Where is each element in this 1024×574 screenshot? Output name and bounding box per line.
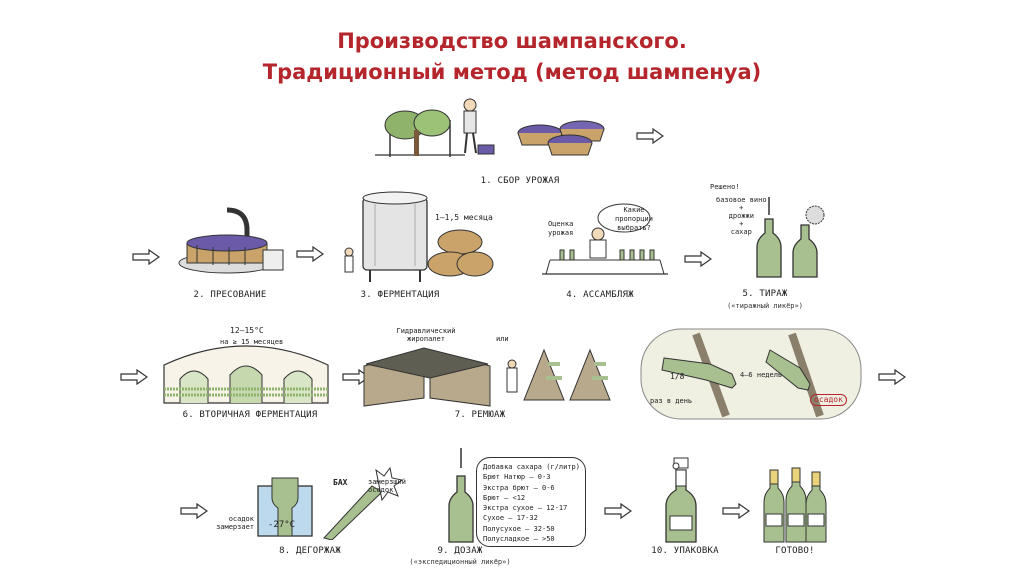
ready-bottles (763, 467, 827, 543)
tirage-recipe-item: сахар (730, 228, 752, 236)
tirage-bottles (756, 197, 825, 278)
step-remuage-label: 7. РЕМЮАЖ (454, 410, 506, 420)
tirage-recipe: базовое вино + дрожжи + сахар (716, 196, 767, 236)
diagram-title: Производство шампанского. Традиционный м… (0, 26, 1024, 88)
remuage-or: или (496, 335, 509, 343)
dosage-sublabel: («экспедиционный ликёр») (409, 558, 511, 566)
tirage-recipe-item: + (739, 204, 744, 212)
dosage-row: Сухое – 17-32 (483, 514, 538, 523)
degorgement-temp: -27°С (268, 520, 296, 530)
step-secondary-label: 6. ВТОРИЧНАЯ ФЕРМЕНТАЦИЯ (182, 410, 318, 420)
packing-bottle (665, 457, 697, 543)
riddling-sediment: осадок (810, 394, 847, 406)
arrow-right-icon (180, 503, 208, 519)
dosage-bottle (448, 448, 474, 543)
tirage-decided: Решено! (710, 183, 740, 191)
arrow-right-icon (636, 128, 664, 144)
dosage-table: Добавка сахара (г/литр) Брют Натюр – 0-3… (476, 457, 586, 547)
step-dosage-label: 9. ДОЗАЖ (437, 546, 483, 556)
cellar-time: на ≥ 15 месяцев (220, 338, 284, 346)
dosage-row: Брют Натюр – 0-3 (483, 473, 551, 482)
step-harvest-label: 1. СБОР УРОЖАЯ (480, 176, 560, 186)
step-pressing-label: 2. ПРЕСОВАНИЕ (193, 290, 267, 300)
arrow-right-icon (296, 246, 324, 262)
step-assemblage-label: 4. АССАМБЛЯЖ (566, 290, 634, 300)
step-ready-label: ГОТОВО! (775, 546, 815, 556)
degorgement-frozen: осадок замерзает (216, 515, 254, 531)
title-line-2: Традиционный метод (метод шампенуа) (262, 60, 762, 84)
harvest-illustration (375, 98, 605, 157)
tirage-sublabel: («тиражный ликёр») (727, 302, 803, 310)
dosage-row: Полусладкое – >50 (483, 535, 555, 544)
dosage-row: Экстра брют – 0-6 (483, 483, 555, 492)
remuage-illustration (363, 347, 611, 407)
dosage-row: Полусухое – 32-50 (483, 524, 555, 533)
degorgement-frozen-sediment: замерзший осадок (368, 478, 406, 494)
remuage-gyro: Гидравлический жиропалет (396, 327, 456, 343)
tirage-recipe-item: + (739, 220, 744, 228)
degorgement-bang: БАХ (333, 478, 348, 487)
riddling-weeks: 4–6 недель (740, 371, 783, 379)
step-packing-label: 10. УПАКОВКА (651, 546, 719, 556)
arrow-right-icon (604, 503, 632, 519)
riddling-fraction: 1/8 (670, 372, 685, 381)
degorgement-illustration (257, 466, 404, 540)
cellar-temp: 12–15°С (230, 326, 264, 335)
title-line-1: Производство шампанского. (337, 29, 687, 53)
tirage-recipe-item: базовое вино (716, 196, 767, 204)
fermentation-duration: 1–1,5 месяца (435, 213, 493, 222)
dosage-table-heading: Добавка сахара (г/литр) (483, 463, 580, 471)
assemblage-illustration (542, 203, 668, 275)
assemblage-bubble-text: Какие пропорции выбрать? (615, 206, 653, 232)
arrow-right-icon (120, 369, 148, 385)
arrow-right-icon (722, 503, 750, 519)
riddling-per-day: раз в день (650, 397, 693, 405)
arrow-right-icon (684, 251, 712, 267)
step-tirage-label: 5. ТИРАЖ (742, 289, 788, 299)
arrow-right-icon (878, 369, 906, 385)
tirage-recipe-item: дрожжи (728, 212, 754, 220)
cellar-illustration (163, 345, 329, 404)
pressing-illustration (178, 207, 284, 274)
assemblage-note: Оценка урожая (548, 220, 574, 237)
step-degorgement-label: 8. ДЕГОРЖАЖ (279, 546, 341, 556)
dosage-row: Брют – <12 (483, 493, 526, 502)
arrow-right-icon (132, 249, 160, 265)
step-fermentation-label: 3. ФЕРМЕНТАЦИЯ (360, 290, 440, 300)
fermentation-illustration (344, 191, 494, 282)
dosage-row: Экстра сухое – 12-17 (483, 504, 568, 513)
